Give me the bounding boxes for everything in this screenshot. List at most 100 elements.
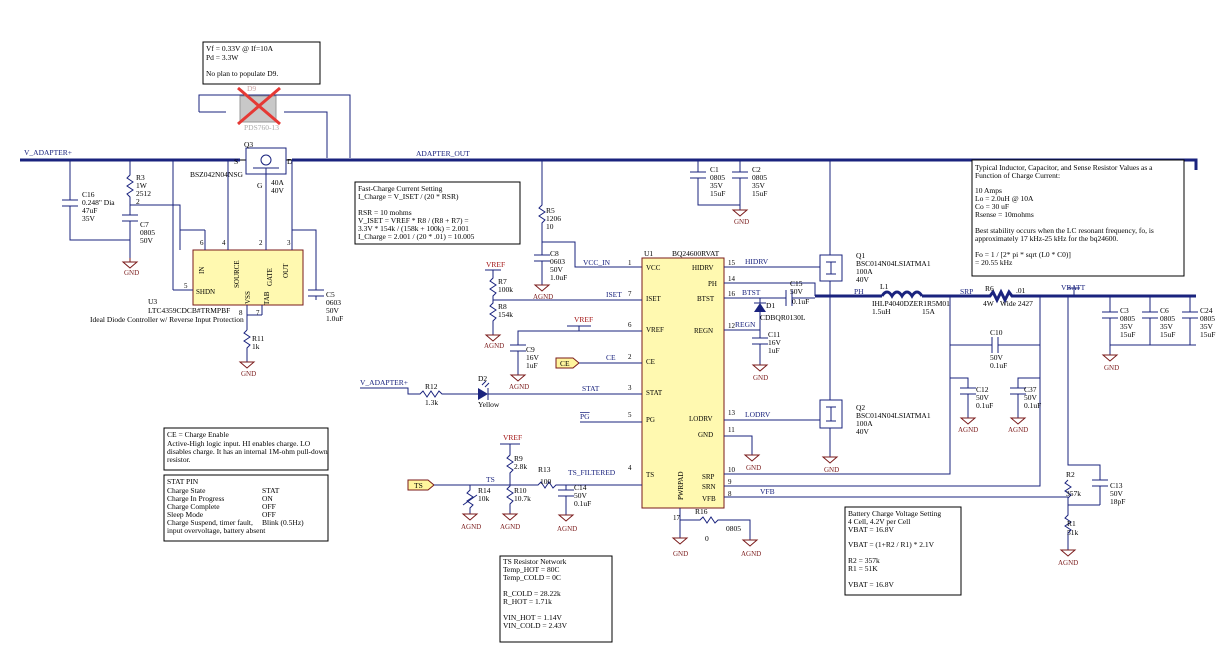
svg-text:Q2: Q2 bbox=[856, 403, 865, 412]
svg-text:12: 12 bbox=[728, 322, 736, 330]
svg-text:SRN: SRN bbox=[702, 483, 716, 491]
svg-text:100A: 100A bbox=[856, 419, 873, 428]
svg-text:4: 4 bbox=[628, 464, 632, 472]
fast-charge-note: Fast-Charge Current Setting I_Charge = V… bbox=[354, 181, 521, 245]
svg-text:PG: PG bbox=[580, 412, 590, 421]
l1-inductor: IHLP4040DZER1R5M01 L1 1.5uH 15A bbox=[872, 282, 950, 316]
svg-text:Lo = 2.0uH @ 10A: Lo = 2.0uH @ 10A bbox=[975, 194, 1034, 203]
svg-text:C2: C2 bbox=[752, 165, 761, 174]
svg-text:C13: C13 bbox=[1110, 481, 1123, 490]
svg-text:Ideal Diode Controller w/ Reve: Ideal Diode Controller w/ Reverse Input … bbox=[90, 315, 244, 324]
ts-note: TS Resistor Network Temp_HOT = 80C Temp_… bbox=[499, 555, 613, 643]
svg-text:BSZ042N04NSG: BSZ042N04NSG bbox=[190, 170, 244, 179]
svg-text:STAT: STAT bbox=[262, 486, 280, 495]
net-label-vcc-in: VCC_IN bbox=[583, 258, 611, 267]
svg-text:R13: R13 bbox=[538, 465, 551, 474]
svg-text:50V: 50V bbox=[326, 306, 340, 315]
svg-text:R9: R9 bbox=[514, 454, 523, 463]
svg-text:GATE: GATE bbox=[266, 268, 274, 286]
svg-text:C3: C3 bbox=[1120, 306, 1129, 315]
c7-capacitor: C7 0805 50V C7 GND bbox=[121, 204, 181, 277]
c8-capacitor: C8 0603 50V 1.0uF AGND bbox=[533, 242, 567, 301]
svg-text:REGN: REGN bbox=[735, 320, 756, 329]
svg-text:Function of Charge Current:: Function of Charge Current: bbox=[975, 171, 1060, 180]
svg-text:U1: U1 bbox=[644, 249, 653, 258]
svg-text:40V: 40V bbox=[856, 427, 870, 436]
svg-text:SOURCE: SOURCE bbox=[233, 260, 241, 288]
svg-text:ISET: ISET bbox=[606, 290, 622, 299]
svg-text:BTST: BTST bbox=[742, 288, 761, 297]
u1-gnd-pin: GND bbox=[724, 435, 761, 472]
svg-text:I_Charge = V_ISET / (20 * RSR): I_Charge = V_ISET / (20 * RSR) bbox=[358, 192, 459, 201]
svg-text:50V: 50V bbox=[790, 287, 804, 296]
svg-text:15A: 15A bbox=[922, 307, 936, 316]
svg-text:I_Charge = 2.001 / (20 * .01): I_Charge = 2.001 / (20 * .01) = 10.005 bbox=[358, 232, 475, 241]
svg-text:G: G bbox=[257, 181, 263, 190]
svg-text:2: 2 bbox=[628, 353, 632, 361]
svg-text:C37: C37 bbox=[1024, 385, 1037, 394]
c9-capacitor: VREF C9 16V 1uF AGND bbox=[509, 315, 642, 391]
svg-text:0805: 0805 bbox=[726, 524, 741, 533]
q2-mosfet: LODRV GND Q2 BSC014N04LSIATMA1 100A 40V bbox=[724, 399, 931, 474]
svg-text:VREF: VREF bbox=[486, 260, 505, 269]
svg-text:3.3V * 154k / (158k + 100k) =: 3.3V * 154k / (158k + 100k) = 2.001 bbox=[358, 224, 469, 233]
svg-text:R11: R11 bbox=[252, 334, 264, 343]
svg-text:CDBQR0130L: CDBQR0130L bbox=[760, 313, 806, 322]
svg-text:10 Amps: 10 Amps bbox=[975, 186, 1002, 195]
svg-text:STAT: STAT bbox=[646, 389, 663, 397]
r7-r8-divider: VREF R7 100k R8 154k AGND ISET bbox=[484, 260, 642, 350]
svg-text:GND: GND bbox=[746, 464, 761, 472]
svg-text:R5: R5 bbox=[546, 206, 555, 215]
c24-capacitor: C24 0805 35V 15uF bbox=[1182, 296, 1215, 345]
svg-text:AGND: AGND bbox=[958, 426, 978, 434]
svg-text:R1 = 51K: R1 = 51K bbox=[848, 564, 878, 573]
net-label-adapter-out: ADAPTER_OUT bbox=[416, 149, 470, 158]
c11-capacitor: REGN C11 16V 1uF GND bbox=[724, 320, 782, 382]
adapter-out-bus bbox=[292, 158, 1198, 170]
c1-capacitor: C1 0805 35V 15uF bbox=[690, 160, 740, 206]
svg-text:5: 5 bbox=[184, 282, 188, 290]
svg-text:Pd = 3.3W: Pd = 3.3W bbox=[206, 53, 239, 62]
svg-text:6: 6 bbox=[628, 321, 632, 329]
svg-text:Wide 2427: Wide 2427 bbox=[1000, 299, 1033, 308]
svg-text:PWRPAD: PWRPAD bbox=[677, 471, 685, 500]
svg-text:C16: C16 bbox=[82, 190, 95, 199]
svg-text:40A: 40A bbox=[271, 178, 285, 187]
svg-text:Charge In Progress: Charge In Progress bbox=[167, 494, 224, 503]
svg-text:Q1: Q1 bbox=[856, 251, 865, 260]
svg-text:RSR = 10 mohms: RSR = 10 mohms bbox=[358, 208, 412, 217]
svg-text:35V: 35V bbox=[1120, 322, 1134, 331]
stat-table: STAT PIN Charge State STAT Charge In Pro… bbox=[163, 474, 329, 542]
svg-text:Temp_HOT = 80C: Temp_HOT = 80C bbox=[503, 565, 559, 574]
svg-text:approximately 17 kHz-25 kHz fo: approximately 17 kHz-25 kHz for the bq24… bbox=[975, 234, 1118, 243]
svg-text:AGND: AGND bbox=[1008, 426, 1028, 434]
svg-text:GND: GND bbox=[241, 370, 256, 378]
svg-text:R2 = 357k: R2 = 357k bbox=[848, 556, 880, 565]
svg-text:CE: CE bbox=[606, 353, 616, 362]
svg-text:Rsense = 10mohms: Rsense = 10mohms bbox=[975, 210, 1034, 219]
svg-text:C24: C24 bbox=[1200, 306, 1213, 315]
svg-text:GND: GND bbox=[698, 431, 713, 439]
svg-text:BQ24600RVAT: BQ24600RVAT bbox=[672, 249, 720, 258]
svg-text:S: S bbox=[234, 157, 238, 166]
svg-text:BSC014N04LSIATMA1: BSC014N04LSIATMA1 bbox=[856, 259, 931, 268]
svg-text:7: 7 bbox=[256, 309, 260, 317]
svg-text:50V: 50V bbox=[140, 236, 154, 245]
svg-text:Temp_COLD = 0C: Temp_COLD = 0C bbox=[503, 573, 561, 582]
svg-text:10.7k: 10.7k bbox=[514, 494, 531, 503]
svg-text:35V: 35V bbox=[710, 181, 724, 190]
svg-text:VREF: VREF bbox=[503, 433, 522, 442]
svg-text:Blink (0.5Hz): Blink (0.5Hz) bbox=[262, 518, 304, 527]
svg-text:No plan to populate D9.: No plan to populate D9. bbox=[206, 69, 278, 78]
svg-text:Co = 30 uF: Co = 30 uF bbox=[975, 202, 1009, 211]
svg-text:15uF: 15uF bbox=[1160, 330, 1175, 339]
sense-filter-network: C10 50V 0.1uF C12 50V 0.1uF AGND C37 50V… bbox=[724, 296, 1041, 487]
svg-text:LODRV: LODRV bbox=[689, 415, 713, 423]
svg-text:0603: 0603 bbox=[550, 257, 565, 266]
stat-led-circuit: V_ADAPTER+ R12 1.3k D2 Yellow STAT bbox=[360, 374, 642, 409]
svg-text:154k: 154k bbox=[498, 310, 513, 319]
svg-text:VSS: VSS bbox=[244, 291, 252, 304]
svg-text:REGN: REGN bbox=[694, 327, 713, 335]
svg-text:1uF: 1uF bbox=[768, 346, 780, 355]
svg-text:OUT: OUT bbox=[282, 263, 290, 278]
